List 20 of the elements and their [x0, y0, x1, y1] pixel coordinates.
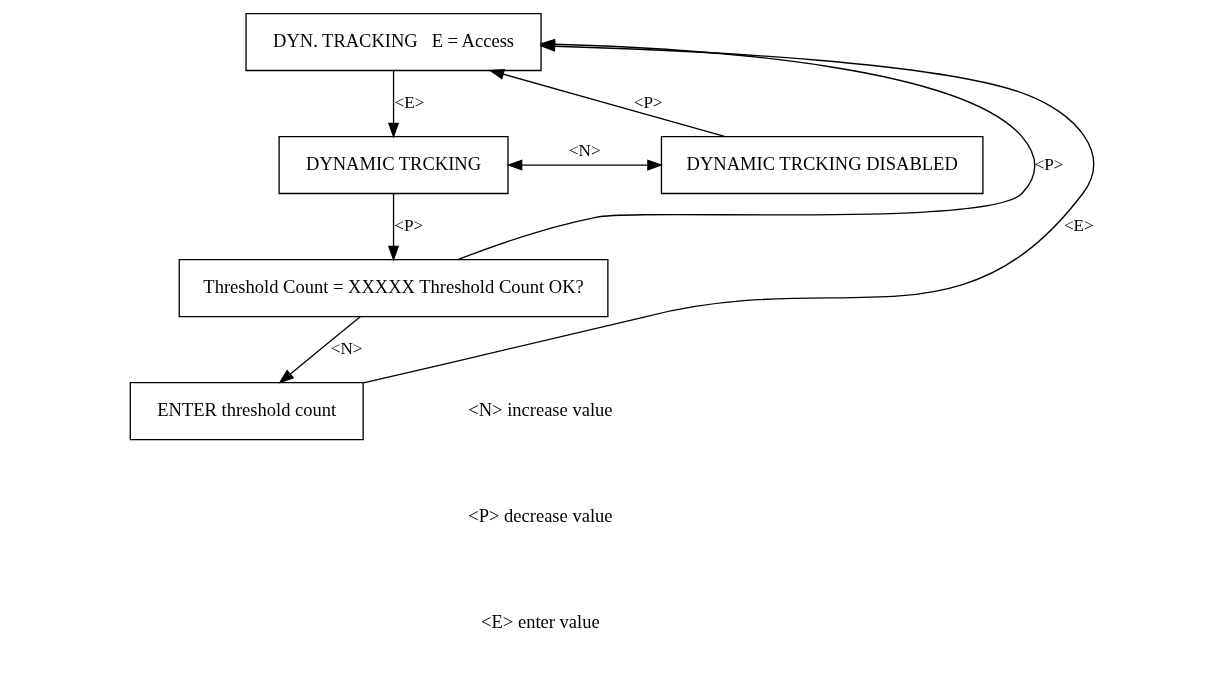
edge-label: <E>	[394, 93, 425, 113]
arrow	[278, 316, 361, 384]
edge-label: <P>	[633, 93, 663, 113]
label: <P> decrease value	[468, 504, 613, 526]
node-box: ENTER threshold count	[129, 382, 364, 441]
node-box: DYNAMIC TRCKING	[278, 135, 509, 195]
label: <E> enter value	[481, 610, 600, 632]
edge-label: <N>	[330, 339, 363, 359]
arrow	[388, 70, 400, 139]
arrow	[488, 68, 727, 138]
node-box: DYN. TRACKING E = Access	[245, 12, 542, 72]
arrow	[506, 159, 664, 171]
edge-label: <P>	[394, 216, 424, 236]
edge-label: <N>	[568, 141, 601, 161]
node-box: DYNAMIC TRCKING DISABLED	[660, 135, 984, 195]
arrow	[388, 193, 400, 262]
edge-label: <P>	[1034, 154, 1064, 174]
edge-label: <E>	[1063, 216, 1094, 236]
node-box: Threshold Count = XXXXX Threshold Count OK?	[178, 259, 609, 318]
label: <N> increase value	[468, 399, 613, 421]
